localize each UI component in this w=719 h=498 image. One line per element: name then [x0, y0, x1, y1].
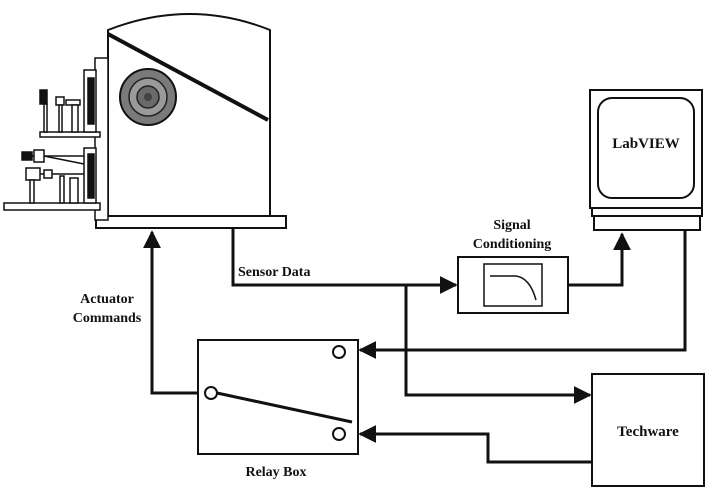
techware-to-relay-line — [358, 425, 592, 464]
actuator-label-line1: Actuator — [80, 292, 134, 307]
actuator-label-line2: Commands — [73, 311, 142, 326]
labview-to-relay-line — [358, 230, 687, 359]
signal-label-line1: Signal — [493, 218, 530, 233]
relay-box — [197, 339, 359, 455]
relay-switch-arm — [216, 391, 353, 424]
side-plate — [94, 57, 109, 221]
lower-optics-shelf — [3, 147, 101, 211]
labview-label: LabVIEW — [612, 136, 680, 152]
sensor-data-line — [231, 228, 458, 294]
filter-curve-display — [483, 263, 543, 307]
techware-box — [591, 373, 705, 487]
computer-monitor — [589, 89, 703, 231]
monitor-base-lower — [593, 215, 701, 231]
apparatus-cylinder — [107, 13, 271, 223]
sensor-data-label: Sensor Data — [238, 265, 310, 280]
relay-terminal-bottom — [332, 427, 346, 441]
relay-terminal-top — [332, 345, 346, 359]
actuator-commands-line — [143, 230, 198, 395]
apparatus — [3, 13, 287, 229]
signal-to-labview-line — [568, 232, 631, 287]
monitor-screen — [597, 97, 695, 199]
lens-icon — [119, 68, 177, 126]
connections — [143, 228, 687, 464]
lowpass-curve-icon — [490, 275, 537, 301]
signal-label-line2: Conditioning — [473, 237, 552, 252]
relay-terminal-left — [204, 386, 218, 400]
monitor-base-upper — [591, 207, 703, 217]
techware-label: Techware — [617, 424, 679, 440]
apparatus-base — [95, 215, 287, 229]
relay-box-label: Relay Box — [245, 465, 306, 480]
sensor-to-techware-line — [404, 285, 592, 404]
signal-conditioning-box — [457, 256, 569, 314]
apparatus-diagonal — [107, 32, 269, 122]
upper-optics-shelf — [39, 69, 101, 138]
